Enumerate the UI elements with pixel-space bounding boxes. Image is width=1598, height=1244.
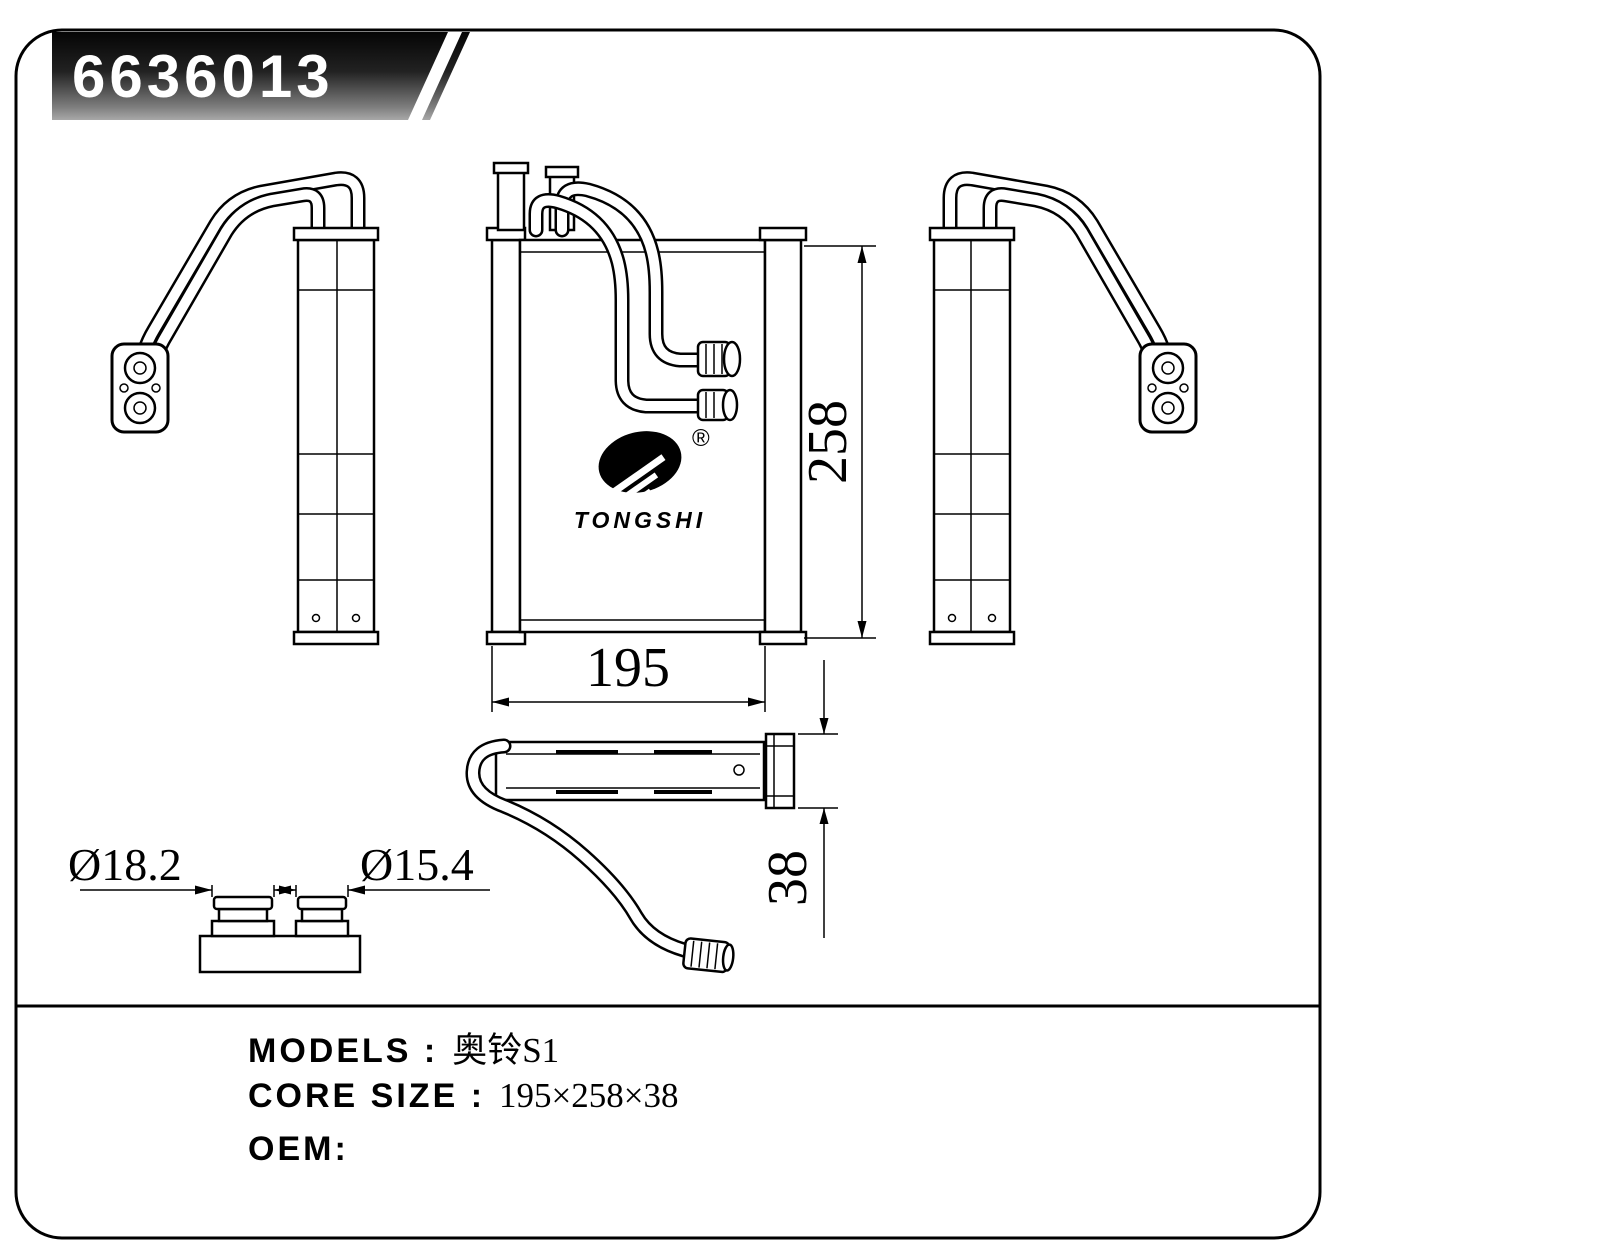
registered-mark: ® [692, 425, 710, 452]
models-value: 奥铃S1 [452, 1031, 560, 1070]
pipe-end-fitting [682, 937, 735, 974]
dim-depth: 38 [757, 660, 838, 938]
title-banner: 6636013 [52, 32, 470, 120]
right-side-view [930, 179, 1196, 644]
dim-port-large-label: Ø18.2 [68, 839, 182, 890]
dim-height: 258 [797, 245, 876, 639]
specs-panel: MODELS : 奥铃S1 CORE SIZE : 195×258×38 OEM… [248, 1022, 679, 1184]
port-large [210, 895, 276, 938]
dim-height-label: 258 [797, 400, 859, 484]
pipe-flange [110, 342, 170, 434]
dim-width: 195 [491, 637, 766, 712]
side-core [292, 226, 380, 646]
core-size-label: CORE SIZE : [248, 1077, 486, 1115]
spec-models: MODELS : 奥铃S1 [248, 1022, 679, 1076]
pipe-fitting-upper [696, 340, 742, 378]
logo-emblem [598, 431, 682, 522]
dim-width-label: 195 [586, 637, 670, 699]
oem-label: OEM: [248, 1130, 349, 1168]
front-view: ® TONGSHI [485, 161, 808, 646]
port-detail: Ø18.2 Ø15.4 [68, 839, 490, 974]
left-side-view [110, 171, 380, 646]
port-small [294, 895, 350, 938]
part-number: 6636013 [72, 43, 334, 110]
models-label: MODELS : [248, 1032, 439, 1070]
brand-text: TONGSHI [574, 507, 706, 533]
spec-oem: OEM: [248, 1130, 679, 1184]
spec-core-size: CORE SIZE : 195×258×38 [248, 1076, 679, 1130]
dim-port-small-label: Ø15.4 [360, 839, 474, 890]
pipe-fitting-lower [696, 388, 739, 422]
core-size-value: 195×258×38 [499, 1076, 679, 1115]
top-view-bracket [764, 732, 796, 810]
frame-border [14, 28, 1322, 1240]
top-view [465, 732, 796, 974]
dim-depth-label: 38 [757, 850, 819, 906]
